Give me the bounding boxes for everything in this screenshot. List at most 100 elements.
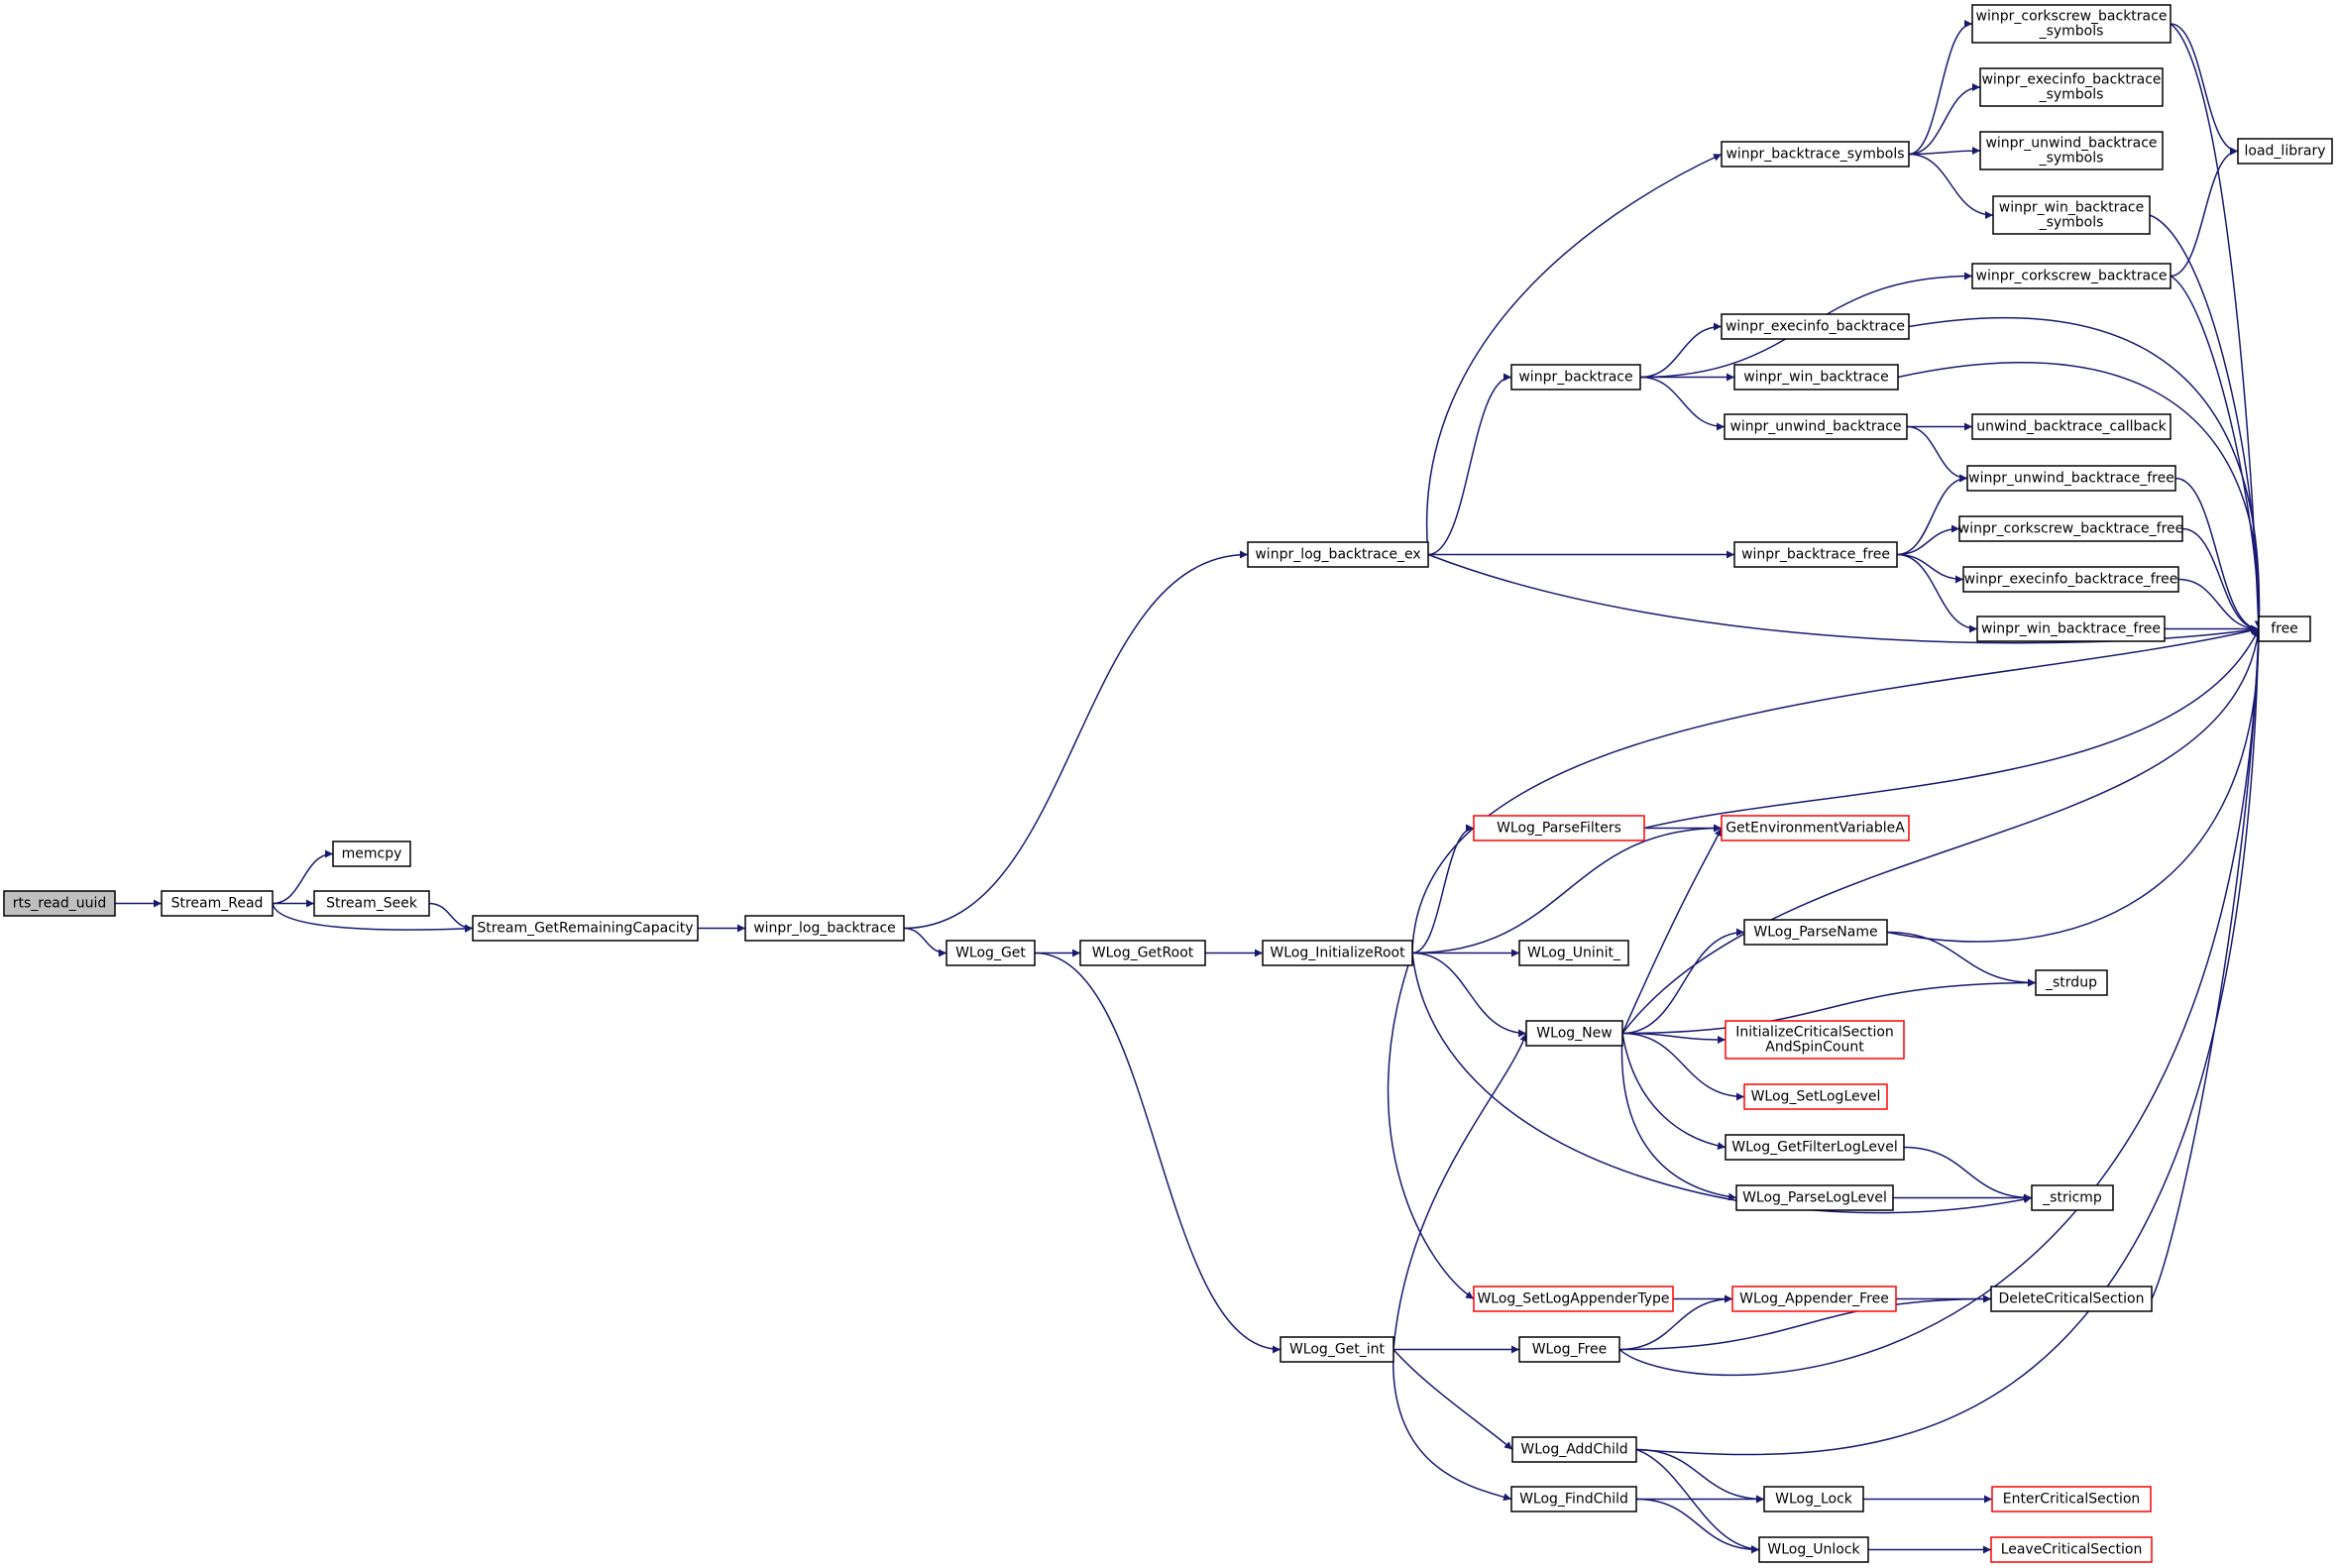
node-box [1079,940,1206,966]
node-label: WLog_Free [1532,1342,1608,1358]
node-Stream_GetRemainingCapacity[interactable]: Stream_GetRemainingCapacity [472,915,699,942]
edge-winpr_log_backtrace-to-WLog_Get [903,927,947,957]
edge-line [1635,628,2263,1456]
node-box [1962,566,2179,593]
node-free[interactable]: free [2258,616,2311,642]
edge-WLog_InitializeRoot-to-WLog_SetLogAppenderType [1387,952,1475,1300]
node-WLog_GetRoot[interactable]: WLog_GetRoot [1079,940,1206,966]
node-label: winpr_backtrace [1518,370,1632,386]
node-WLog_ParseName[interactable]: WLog_ParseName [1743,919,1888,946]
edge-WLog_ParseName-to-_strdup [1886,931,2037,987]
node-winpr_corkscrew_backtrace_free[interactable]: winpr_corkscrew_backtrace_free [1958,515,2184,542]
node-box [1990,1286,2153,1312]
node-winpr_log_backtrace_ex[interactable]: winpr_log_backtrace_ex [1247,541,1429,568]
node-WLog_AddChild[interactable]: WLog_AddChild [1511,1436,1637,1463]
node-label: Stream_Seek [326,896,418,912]
node-box [2237,138,2333,165]
node-winpr_execinfo_backtrace_symbols[interactable]: winpr_execinfo_backtrace_symbols [1979,67,2164,107]
edge-WLog_Get-to-WLog_Get_int [1034,952,1281,1354]
node-winpr_unwind_backtrace_symbols[interactable]: winpr_unwind_backtrace_symbols [1979,131,2164,170]
node-box [1721,313,1910,340]
edge-winpr_unwind_backtrace-to-winpr_unwind_backtrace_free [1906,425,1968,483]
node-_strdup[interactable]: _strdup [2035,969,2108,996]
node-box [1992,195,2151,235]
node-winpr_backtrace[interactable]: winpr_backtrace [1510,364,1641,391]
node-WLog_Free[interactable]: WLog_Free [1518,1336,1620,1363]
node-WLog_Unlock[interactable]: WLog_Unlock [1758,1536,1869,1563]
node-WLog_SetLogLevel[interactable]: WLog_SetLogLevel [1743,1083,1888,1110]
node-Stream_Seek[interactable]: Stream_Seek [313,890,430,917]
node-winpr_backtrace_symbols[interactable]: winpr_backtrace_symbols [1721,141,1910,168]
node-winpr_corkscrew_backtrace[interactable]: winpr_corkscrew_backtrace [1971,263,2172,289]
edge-winpr_backtrace_symbols-to-winpr_win_backtrace_symbols [1908,153,1994,219]
edge-line [1643,628,2260,830]
node-WLog_Appender_Free[interactable]: WLog_Appender_Free [1731,1286,1897,1312]
node-unwind_backtrace_callback[interactable]: unwind_backtrace_callback [1971,413,2172,440]
edge-winpr_backtrace_free-to-winpr_win_backtrace_free [1896,553,1978,633]
edge-WLog_New-to-GetEnvironmentVariableA [1621,828,1723,1034]
edge-WLog_Free-to-WLog_Appender_Free [1618,1294,1733,1351]
node-EnterCriticalSection[interactable]: EnterCriticalSection [1991,1486,2152,1512]
node-WLog_GetFilterLogLevel[interactable]: WLog_GetFilterLogLevel [1725,1134,1905,1161]
edge-WLog_AddChild-to-WLog_Unlock [1635,1448,1760,1553]
node-WLog_InitializeRoot[interactable]: WLog_InitializeRoot [1262,940,1413,966]
node-label: WLog_GetRoot [1092,946,1194,961]
edge-line [1639,322,1723,379]
node-_stricmp[interactable]: _stricmp [2031,1184,2114,1211]
node-winpr_win_backtrace_free[interactable]: winpr_win_backtrace_free [1976,616,2166,642]
edge-line [1427,373,1512,556]
edge-Stream_Read-to-memcpy [272,849,334,905]
node-DeleteCriticalSection[interactable]: DeleteCriticalSection [1990,1286,2153,1312]
edge-WLog_New-to-InitializeCriticalSectionAndSpinCount [1621,1032,1726,1044]
node-label: Stream_GetRemainingCapacity [477,921,693,937]
node-WLog_FindChild[interactable]: WLog_FindChild [1510,1486,1637,1512]
node-WLog_SetLogAppenderType[interactable]: WLog_SetLogAppenderType [1473,1286,1674,1312]
node-WLog_Lock[interactable]: WLog_Lock [1763,1486,1864,1512]
node-LeaveCriticalSection[interactable]: LeaveCriticalSection [1990,1536,2153,1563]
node-box [1958,515,2183,542]
edge-line [1635,1448,1760,1553]
node-box [1525,1020,1623,1047]
edge-WLog_New-to-WLog_ParseName [1621,928,1745,1035]
node-winpr_backtrace_free[interactable]: winpr_backtrace_free [1733,541,1898,568]
node-winpr_win_backtrace_symbols[interactable]: winpr_win_backtrace_symbols [1992,195,2151,235]
edge-WLog_Get_int-to-WLog_AddChild [1392,1349,1513,1451]
edge-DeleteCriticalSection-to-free [2151,628,2263,1299]
node-label: _stricmp [2042,1190,2102,1206]
node-winpr_execinfo_backtrace[interactable]: winpr_execinfo_backtrace [1721,313,1910,340]
node-label: _symbols [2039,151,2104,167]
node-winpr_execinfo_backtrace_free[interactable]: winpr_execinfo_backtrace_free [1962,566,2179,593]
edge-winpr_corkscrew_backtrace-to-free [2170,275,2264,629]
edge-winpr_backtrace_free-to-winpr_unwind_backtrace_free [1896,474,1968,556]
edge-WLog_Free-to-free [1618,628,2263,1377]
edge-WLog_InitializeRoot-to-free [1411,626,2260,953]
edge-line [1411,952,1527,1038]
node-WLog_Get_int[interactable]: WLog_Get_int [1280,1336,1394,1363]
node-box [1511,1436,1637,1463]
node-winpr_log_backtrace[interactable]: winpr_log_backtrace [744,915,905,942]
node-label: EnterCriticalSection [2003,1492,2141,1508]
edge-line [1620,1033,1737,1201]
node-WLog_ParseLogLevel[interactable]: WLog_ParseLogLevel [1735,1184,1894,1211]
edge-line [272,903,474,933]
node-load_library[interactable]: load_library [2237,138,2333,165]
node-GetEnvironmentVariableA[interactable]: GetEnvironmentVariableA [1721,815,1910,841]
node-memcpy[interactable]: memcpy [332,840,411,867]
node-WLog_Get[interactable]: WLog_Get [946,940,1036,966]
node-WLog_Uninit_[interactable]: WLog_Uninit_ [1518,940,1629,966]
node-box [1247,541,1429,568]
edge-line [1635,1448,1765,1504]
edge-line [1618,1294,1733,1351]
edge-line [1896,553,1964,584]
node-WLog_ParseFilters[interactable]: WLog_ParseFilters [1473,815,1645,841]
edge-winpr_execinfo_backtrace-to-free [1908,316,2264,629]
node-label: WLog_SetLogLevel [1751,1089,1881,1105]
node-winpr_unwind_backtrace[interactable]: winpr_unwind_backtrace [1724,413,1908,440]
node-winpr_unwind_backtrace_free[interactable]: winpr_unwind_backtrace_free [1966,465,2176,492]
node-winpr_win_backtrace[interactable]: winpr_win_backtrace [1733,364,1899,391]
node-WLog_New[interactable]: WLog_New [1525,1020,1623,1047]
node-Stream_Read[interactable]: Stream_Read [161,890,274,917]
node-winpr_corkscrew_backtrace_symbols[interactable]: winpr_corkscrew_backtrace_symbols [1971,4,2172,44]
edge-line [2170,275,2264,629]
